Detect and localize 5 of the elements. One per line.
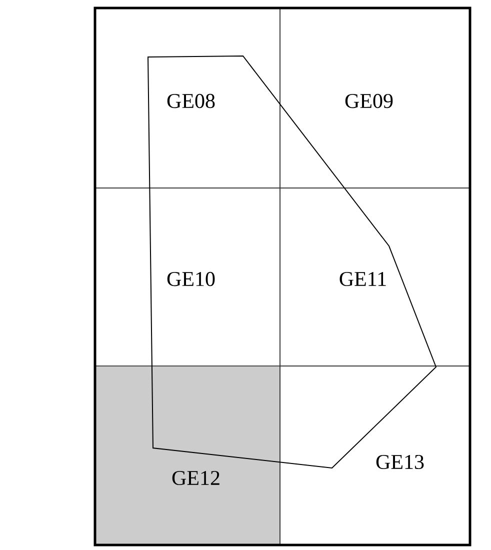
grid-cell: GE12 — [94, 366, 280, 546]
grid-cell: GE09 — [280, 8, 470, 188]
grid-cell: GE11 — [280, 188, 470, 366]
grid-cell: GE13 — [280, 366, 470, 546]
grid-cell: GE08 — [94, 8, 280, 188]
